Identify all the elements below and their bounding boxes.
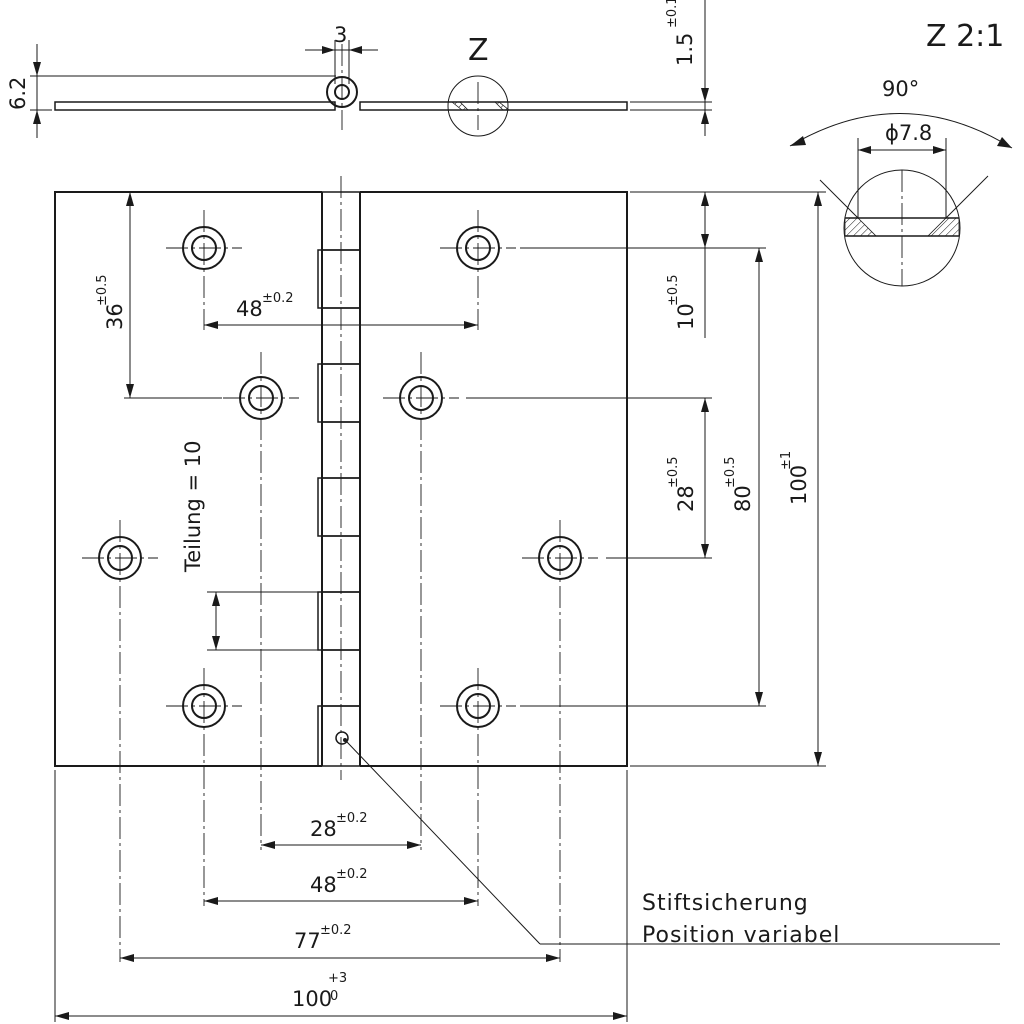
dim-hole-top-offset: 36 ±0.5 [95, 192, 222, 399]
dim-mid-spacing-text: 48 [310, 873, 337, 897]
detail-z-title: Z 2:1 [926, 19, 1004, 54]
dim-pitch: Teilung = 10 [181, 441, 318, 651]
dim-outer-spacing-text: 77 [294, 929, 321, 953]
screw-hole [440, 668, 516, 906]
knuckle-segments [317, 191, 361, 767]
dim-countersink-dia-text: ϕ7.8 [885, 121, 932, 145]
pin-lock-leader [346, 741, 1000, 945]
pin-lock-note-line1: Stiftsicherung [642, 891, 809, 916]
dim-thickness-tol: ±0.1 [665, 0, 680, 28]
detail-z-marker-circle [447, 75, 509, 137]
right-extension-lines [466, 191, 826, 767]
dim-hole-top-offset-tol: ±0.5 [95, 274, 110, 306]
dim-plate-offset: 6.2 [6, 44, 336, 138]
dim-inner-vertical-text: 28 [674, 485, 698, 512]
dim-width-tol-lower: 0 [330, 989, 338, 1004]
screw-holes [82, 210, 598, 962]
screw-hole [223, 352, 299, 850]
dim-outer-vertical: 80 ±0.5 [723, 248, 763, 706]
side-view-knuckle [326, 44, 358, 130]
dim-right-top-offset: 10 ±0.5 [666, 192, 709, 338]
side-view-countersink [450, 82, 511, 130]
dim-mid-spacing-tol: ±0.2 [336, 867, 368, 882]
dim-countersink-dia: ϕ7.8 [857, 121, 947, 218]
dim-right-top-offset-tol: ±0.5 [666, 274, 681, 306]
dim-angle: 90° [789, 77, 1013, 219]
side-view-right-leaf [359, 101, 628, 111]
dim-height-tol: ±1 [779, 451, 794, 470]
dim-upper-hole-spacing-text: 48 [236, 297, 263, 321]
screw-hole [440, 210, 516, 330]
bottom-extension-lines [54, 770, 628, 1022]
dim-inner-spacing-text: 28 [310, 817, 337, 841]
screw-hole [166, 210, 242, 330]
screw-hole [166, 668, 242, 906]
dim-top-gap: 3 [305, 23, 378, 84]
front-view: 36 ±0.5 48 ±0.2 Teilung = 10 [54, 176, 1000, 1022]
dim-pitch-text: Teilung = 10 [181, 441, 205, 573]
side-view-left-leaf [54, 101, 336, 111]
dim-outer-vertical-text: 80 [731, 485, 755, 512]
dim-upper-hole-spacing: 48 ±0.2 [204, 291, 478, 329]
dim-inner-spacing: 28 ±0.2 [261, 811, 421, 849]
dim-hole-top-offset-text: 36 [103, 303, 127, 330]
detail-z-marker-label: Z [468, 33, 489, 68]
dim-height: 100 ±1 [779, 192, 822, 766]
dim-top-gap-text: 3 [334, 23, 347, 47]
dim-plate-offset-text: 6.2 [6, 77, 30, 110]
right-leaf-outline [360, 191, 628, 767]
dim-width-tol-upper: +3 [328, 971, 347, 986]
dim-width: 100 +3 0 [55, 971, 627, 1020]
dim-outer-spacing: 77 ±0.2 [120, 923, 560, 962]
side-view: Z 3 6.2 1.5 ±0.1 [6, 0, 712, 138]
screw-hole [522, 520, 598, 962]
dim-right-top-offset-text: 10 [674, 303, 698, 330]
dim-mid-spacing: 48 ±0.2 [204, 867, 478, 905]
dim-inner-spacing-tol: ±0.2 [336, 811, 368, 826]
hinge-knuckle-strip [317, 176, 361, 780]
dim-height-text: 100 [787, 465, 811, 505]
dim-outer-vertical-tol: ±0.5 [723, 456, 738, 488]
dim-width-text: 100 [292, 987, 332, 1011]
dim-thickness: 1.5 ±0.1 [630, 0, 712, 136]
pin-lock-point [335, 731, 349, 745]
dim-outer-spacing-tol: ±0.2 [320, 923, 352, 938]
pin-lock-note-line2: Position variabel [642, 923, 840, 948]
dim-thickness-text: 1.5 [673, 33, 697, 66]
left-leaf-outline [54, 191, 322, 767]
dim-upper-hole-spacing-tol: ±0.2 [262, 291, 294, 306]
dim-angle-text: 90° [882, 77, 919, 101]
detail-z-view: Z 2:1 ϕ7.8 90° [789, 19, 1013, 287]
screw-hole [383, 352, 459, 850]
dim-inner-vertical: 28 ±0.5 [666, 398, 709, 558]
screw-hole [82, 520, 158, 962]
dim-inner-vertical-tol: ±0.5 [666, 456, 681, 488]
